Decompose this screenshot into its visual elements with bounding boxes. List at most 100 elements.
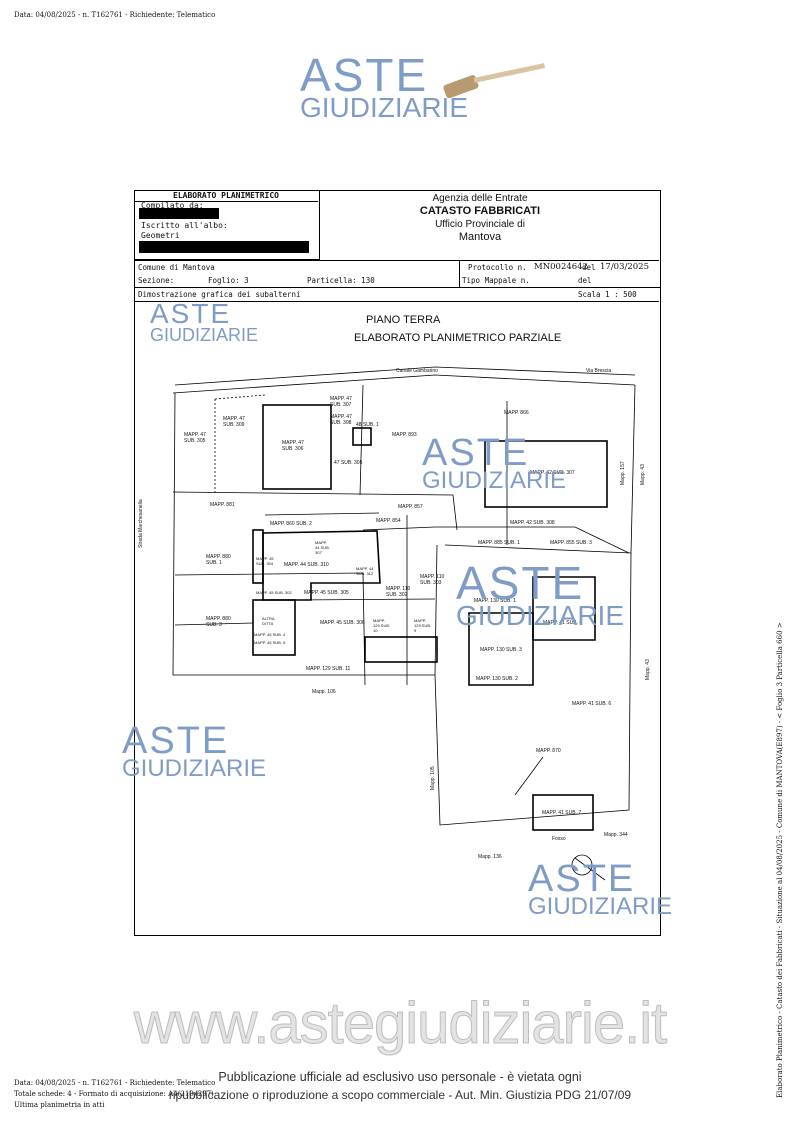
unit-45-4 (252, 599, 296, 656)
protocollo-value: MN0024642 (534, 262, 588, 272)
watermark-text: ASTE (150, 298, 232, 329)
protocollo-date: 17/03/2025 (600, 262, 649, 272)
plan-label: Mapp. 344 (604, 832, 628, 838)
plan-label: Fosso (552, 836, 566, 842)
watermark-logo: ASTE GIUDIZIARIE (528, 860, 672, 919)
plan-label: MAPP. 129 SUB. 11 (306, 666, 351, 672)
plan-subtitle: ELABORATO PLANIMETRICO PARZIALE (354, 332, 562, 344)
comune-label: Comune di Mantova (138, 263, 215, 272)
plan-label: MAPP. 857 (398, 504, 423, 510)
header-title: ELABORATO PLANIMETRICO (134, 190, 318, 202)
plan-label: MAPP. 45 SUB. 4 (254, 632, 286, 637)
floor-plan (172, 366, 636, 881)
plan-label: 48 SUB. 1 (356, 422, 379, 428)
watermark-text: ASTE (422, 432, 530, 474)
watermark-logo: ASTE GIUDIZIARIE (300, 52, 468, 122)
plan-label: MAPP. 860 SUB. 2 (270, 521, 312, 527)
unit-41-7 (532, 794, 594, 831)
plan-label: Mapp. 105 (430, 766, 436, 790)
publication-notice: Pubblicazione ufficiale ad esclusivo uso… (218, 1070, 582, 1084)
plan-label: Strada Marchesanella (138, 499, 144, 548)
plan-label: Mapp. 43 (645, 659, 651, 680)
plan-label: MAPP. 45 SUB. 305 (304, 590, 349, 596)
canal-line (174, 366, 636, 386)
unit-42-307 (484, 440, 608, 508)
north-arrow (574, 857, 606, 881)
plan-label: MAPP. 47 SUB. 305 (184, 432, 206, 444)
del2-label: del (578, 276, 592, 285)
plan-label: Mapp. 106 (312, 689, 336, 695)
scala-value: Scala 1 : 500 (578, 290, 637, 299)
plan-label: MAPP. 42 SUB. 307 (530, 470, 575, 476)
pointer-line (514, 756, 544, 796)
watermark-text: GIUDIZIARIE (528, 893, 673, 920)
plan-label: 47 SUB. 305 (334, 460, 363, 466)
unit-47-306 (262, 404, 332, 490)
plan-label: MAPP. 880 SUB. 3 (206, 616, 231, 628)
plan-label: MAPP. 44 SUB. 307 (315, 540, 330, 555)
plan-label: MAPP. 47 SUB. 306 (282, 440, 304, 452)
albo-value: Geometri (141, 231, 180, 240)
citta-value: Mantova (458, 231, 502, 243)
plan-label: MAPP. 42 SUB. 308 (510, 520, 555, 526)
plan-label: MAPP. 45 SUB. 306 (320, 620, 365, 626)
plan-label: Via Brescia (586, 368, 612, 374)
plan-label: ALTRA DITTA (262, 616, 275, 626)
parcel-outline (172, 392, 438, 676)
canal-line (172, 374, 636, 394)
plan-label: Mapp. 43 (640, 464, 646, 485)
side-caption: Elaborato Planimetrico - Catasto dei Fab… (776, 622, 784, 1098)
north-arrow (571, 854, 593, 876)
header-left-box (134, 190, 320, 260)
watermark-text: GIUDIZIARIE (300, 92, 469, 123)
plan-label: MAPP. 129 SUB. 10 (373, 618, 391, 633)
row-divider (134, 287, 659, 288)
plan-label: MAPP. 855 SUB. 3 (550, 540, 592, 546)
plan-label: MAPP. 44 SUB. 312 (356, 566, 374, 576)
top-note: Data: 04/08/2025 - n. T162761 - Richiede… (14, 11, 216, 19)
plan-label: MAPP. 47 SUB. 307 (330, 396, 352, 408)
plan-label: MAPP. 41 SUB. 6 (572, 701, 612, 707)
plan-label: MAPP. 854 (376, 518, 401, 524)
plan-label: MAPP. 129 SUB. 9 (414, 618, 432, 633)
catasto-title: CATASTO FABBRICATI (419, 205, 541, 217)
footer-line: Totale schede: 4 - Formato di acquisizio… (14, 1090, 214, 1098)
plan-label: Mapp. 136 (478, 854, 502, 860)
compilato-label: Compilato da: (141, 201, 204, 210)
redaction-block (139, 241, 309, 253)
info-rows (134, 260, 659, 302)
agency-name: Agenzia delle Entrate (432, 193, 528, 204)
publication-notice: ripubblicazione o riproduzione a scopo c… (168, 1088, 632, 1102)
watermark-logo: ASTE GIUDIZIARIE (422, 434, 566, 493)
plan-label: MAPP. 45 SUB. 5 (254, 640, 286, 645)
parcel-outline (434, 552, 632, 826)
plan-label: MAPP. 130 SUB. 2 (476, 676, 518, 682)
watermark-logo: ASTE GIUDIZIARIE (122, 722, 266, 781)
iscritto-label: Iscritto all'albo: (141, 221, 228, 230)
plan-label: Mapp. 157 (620, 461, 626, 485)
plan-label: MAPP. 45 SUB. 304 (256, 556, 274, 566)
redaction-block (139, 208, 219, 219)
del-label: del (582, 263, 596, 272)
plan-label: MAPP. 885 SUB. 1 (478, 540, 520, 546)
plan-label: MAPP. 41 SUB. 7 (542, 810, 582, 816)
watermark-text: GIUDIZIARIE (422, 467, 567, 494)
tipo-mappale-label: Tipo Mappale n. (462, 276, 530, 285)
watermark-text: GIUDIZIARIE (122, 755, 267, 782)
plan-label: MAPP. 47 SUB. 309 (223, 416, 245, 428)
watermark-text: ASTE (528, 858, 636, 900)
plan-label: MAPP. 110 SUB. 303 (420, 574, 445, 586)
plan-label: MAPP. 130 SUB. 3 (480, 647, 522, 653)
unit-48-1 (352, 427, 372, 446)
unit-129-9 (364, 636, 438, 663)
gavel-icon (443, 63, 546, 99)
watermark-text: GIUDIZIARIE (150, 325, 259, 345)
plan-label: MAPP. 47 SUB. 308 (330, 414, 352, 426)
plan-label: MAPP. 44 SUB. 310 (284, 562, 329, 568)
particella-value: Particella: 130 (307, 276, 375, 285)
plan-label: MAPP. 41 SUB. 6 (543, 620, 583, 626)
plan-label: MAPP. 866 (504, 410, 529, 416)
plan-label: MAPP. 880 SUB. 1 (206, 554, 231, 566)
sezione-label: Sezione: (138, 276, 175, 285)
plan-label: MAPP. 893 (392, 432, 417, 438)
